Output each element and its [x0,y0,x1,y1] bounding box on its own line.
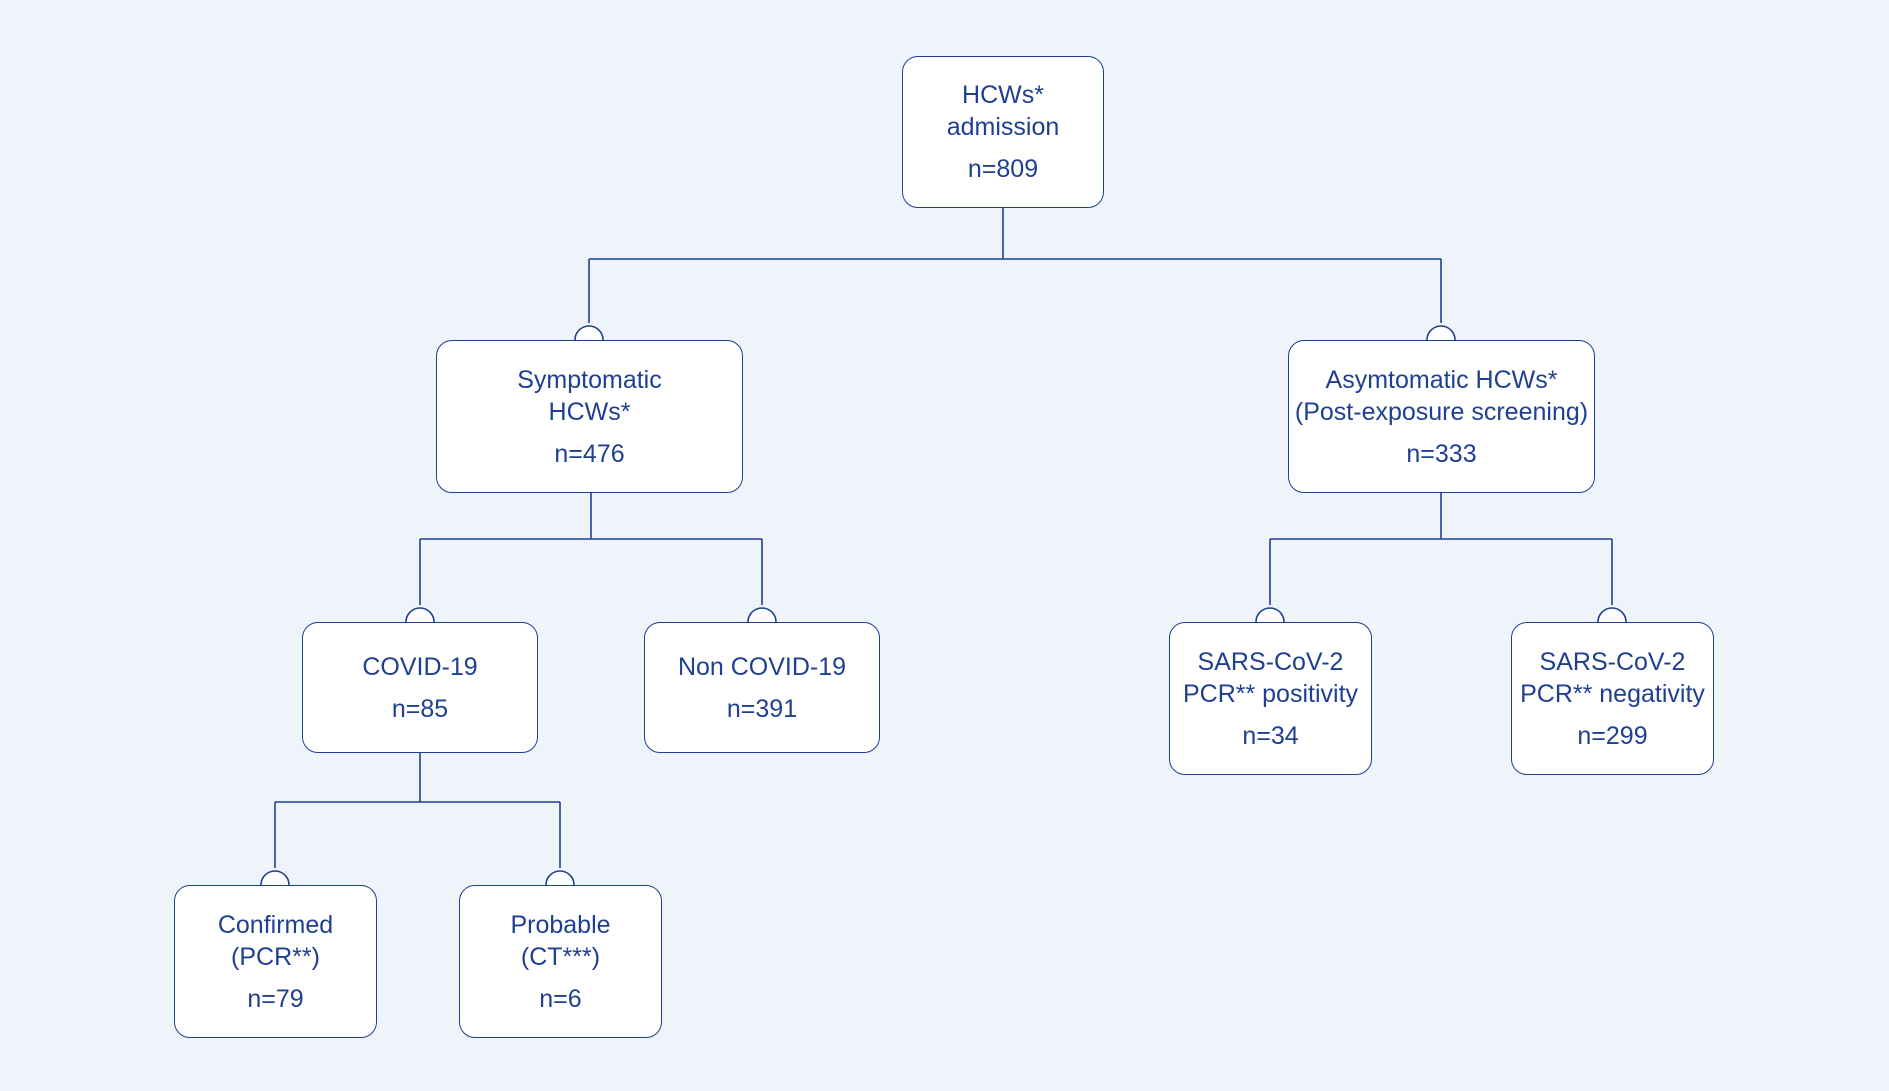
node-covid19: COVID-19 n=85 [302,622,538,753]
connector-bump [545,870,575,886]
node-symptomatic-hcws: Symptomatic HCWs* n=476 [436,340,743,493]
node-count: n=79 [247,984,304,1013]
node-label-line: SARS-CoV-2 [1539,647,1686,676]
connector-bump [574,325,604,341]
node-label-line: HCWs* [962,81,1044,109]
node-count: n=333 [1406,439,1477,468]
connector-bump [1255,607,1285,623]
connector-bump [260,870,290,886]
node-label-line: Non COVID-19 [677,652,847,681]
node-asymptomatic-hcws: Asymtomatic HCWs* (Post-exposure screeni… [1288,340,1595,493]
node-label-line: HCWs* [548,397,631,426]
node-count: n=85 [391,694,449,723]
node-pcr-positivity: SARS-CoV-2 PCR** positivity n=34 [1169,622,1372,775]
node-label-line: Asymtomatic HCWs* [1325,365,1558,394]
node-label-line: (CT***) [520,942,601,971]
node-count: n=299 [1577,721,1648,750]
node-hcws-admission: HCWs* admission n=809 [902,56,1104,208]
node-label-line: Probable [510,910,611,939]
node-probable: Probable (CT***) n=6 [459,885,662,1038]
node-label-line: (PCR**) [231,942,320,971]
node-non-covid19: Non COVID-19 n=391 [644,622,880,753]
node-label-line: SARS-CoV-2 [1197,647,1344,676]
node-pcr-negativity: SARS-CoV-2 PCR** negativity n=299 [1511,622,1714,775]
node-label-line: PCR** positivity [1182,679,1359,708]
connector-bump [1597,607,1627,623]
node-confirmed: Confirmed (PCR**) n=79 [174,885,377,1038]
node-label-line: (Post-exposure screening) [1294,397,1589,426]
node-count: n=809 [967,155,1039,183]
node-label-line: COVID-19 [362,652,478,681]
node-count: n=476 [554,439,625,468]
node-label-line: admission [946,113,1060,141]
connector-bump [747,607,777,623]
node-count: n=34 [1242,721,1299,750]
node-count: n=391 [726,694,798,723]
connector-bump [405,607,435,623]
node-label-line: Symptomatic [517,365,662,394]
node-label-line: Confirmed [217,910,334,939]
connector-bump [1426,325,1456,341]
node-label-line: PCR** negativity [1520,679,1705,708]
node-count: n=6 [539,984,582,1013]
